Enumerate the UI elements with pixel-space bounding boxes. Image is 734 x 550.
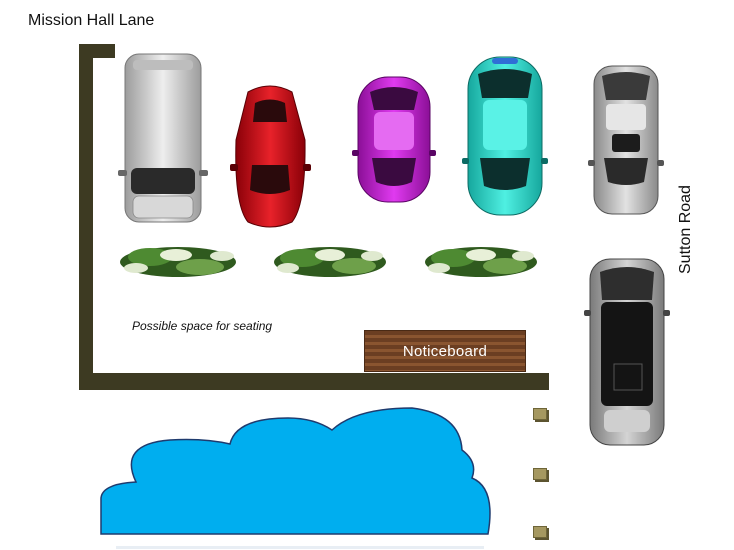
- bollard-2: [533, 468, 547, 480]
- seating-area-note: Possible space for seating: [132, 319, 273, 333]
- hedge-middle: [274, 247, 386, 277]
- car-red-sports: [230, 85, 311, 228]
- car-turquoise-beetle: [462, 56, 548, 216]
- pond: [100, 407, 491, 535]
- car-silver-hatchback: [588, 65, 664, 215]
- hedge-left: [120, 247, 236, 277]
- car-silver-suv: [584, 258, 670, 446]
- noticeboard: Noticeboard: [364, 330, 526, 372]
- noticeboard-label: Noticeboard: [402, 342, 488, 360]
- bollard-3: [533, 526, 547, 538]
- hedge-right: [425, 247, 537, 277]
- wall-left: [79, 44, 93, 390]
- bollard-1: [533, 408, 547, 420]
- pond-base-line: [116, 546, 484, 549]
- car-white-van: [118, 53, 208, 223]
- mission-hall-lane-label: Mission Hall Lane: [28, 12, 155, 29]
- car-magenta-beetle: [352, 76, 436, 203]
- wall-bottom: [79, 373, 549, 390]
